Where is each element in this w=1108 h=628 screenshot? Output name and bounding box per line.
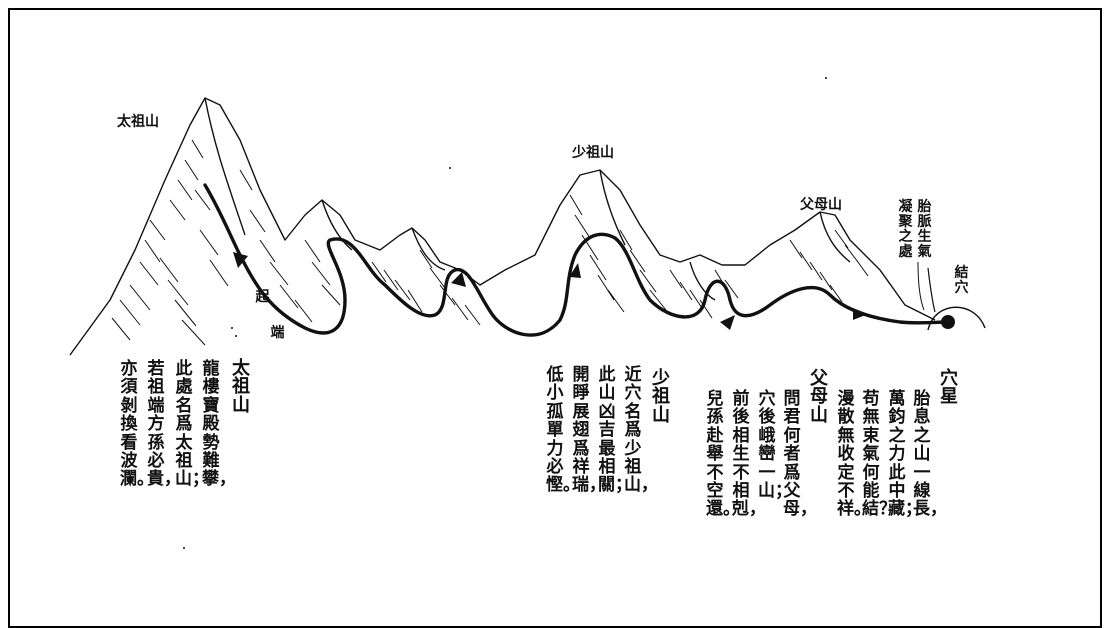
fumu-title: 父母山 (810, 368, 828, 426)
label-condense: 凝聚之處 (898, 199, 913, 260)
mountain-dragon-diagram (69, 77, 986, 549)
taizu-title: 太祖山 (232, 358, 250, 416)
xue-line-2: 萬鈞之力此中藏； (888, 389, 922, 520)
shaozu-line-3: 開睜展翅爲祥瑞， (572, 365, 606, 496)
label-qi-end: 端 (270, 325, 285, 341)
label-fetal-breath: 胎脈生氣 (917, 199, 932, 260)
speckles (183, 77, 827, 549)
fumu-line-3: 前後相生不相剋， (732, 389, 766, 520)
mountain-range-outline (69, 97, 936, 356)
taizu-line-2: 此處名爲太祖山； (175, 359, 209, 490)
shaozu-line-1: 近穴名爲少祖山， (624, 365, 658, 496)
fumu-line-1: 問君何者爲父母， (783, 389, 817, 520)
shaozu-line-2: 此山凶吉最相關； (598, 365, 632, 496)
fumu-line-2: 穴後峨巒一山； (758, 389, 792, 502)
label-cave: 結穴 (954, 265, 969, 296)
cave-point (941, 315, 955, 329)
path-arrows (233, 252, 868, 330)
xue-title: 穴星 (940, 368, 958, 408)
cave-pointer (927, 267, 936, 313)
xue-line-1: 胎息之山一線長， (913, 389, 947, 520)
taizu-line-3: 若祖端方孫必貴， (147, 359, 181, 490)
label-qi-start: 起 (255, 289, 270, 305)
label-lesser-ancestor-mountain: 少祖山 (572, 145, 614, 161)
shaozu-title: 少祖山 (652, 368, 670, 426)
qi-pointer (917, 261, 925, 311)
taizu-line-1: 龍樓寶殿勢難攀， (202, 359, 236, 490)
label-parent-mountain: 父母山 (800, 197, 842, 213)
cave-arc (927, 306, 986, 331)
shaozu-line-4: 低小孤單力必慳。 (546, 365, 580, 496)
fumu-line-4: 兒孫赴舉不空還。 (706, 389, 740, 520)
label-great-ancestor-mountain: 太祖山 (117, 114, 159, 130)
dragon-vein-path (203, 183, 950, 337)
xue-line-4: 漫散無收定不祥。 (837, 389, 871, 520)
diagram-frame (8, 8, 1102, 628)
xue-line-3: 苟無束氣何能結？ (862, 389, 896, 520)
taizu-line-4: 亦須剝換看波瀾。 (120, 359, 154, 490)
